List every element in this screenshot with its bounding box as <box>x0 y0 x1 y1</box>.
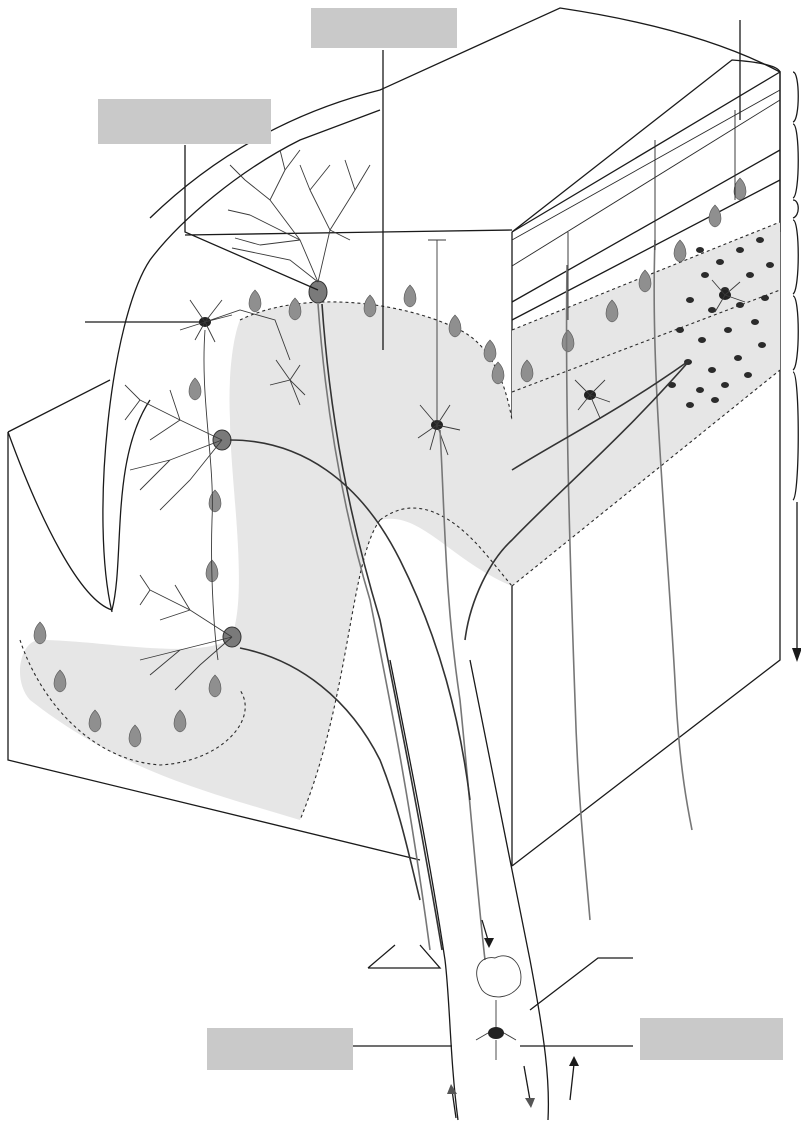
label-box-bottom-right <box>640 1018 783 1060</box>
direction-arrows <box>447 920 579 1118</box>
bracket-3 <box>793 200 798 218</box>
white-matter-right-edge <box>470 660 548 1120</box>
deep-nucleus-neuron <box>476 956 521 1060</box>
bracket-1 <box>793 72 798 122</box>
front-face-top-edge <box>185 230 512 235</box>
white-matter-left-edge <box>390 660 458 1120</box>
arrow-down-head <box>792 648 801 662</box>
bracket-4 <box>793 220 798 294</box>
leader-line-mid-right <box>530 958 633 1010</box>
label-box-bottom-left <box>207 1028 353 1070</box>
bracket-6 <box>793 372 798 500</box>
label-box-top-left <box>98 99 271 144</box>
left-block-top <box>8 400 150 610</box>
leader-line-top-left <box>185 145 318 290</box>
granular-layer-folium <box>20 302 512 820</box>
bracket-5 <box>793 296 798 370</box>
label-box-top-center <box>311 8 457 48</box>
bracket-2 <box>793 124 798 198</box>
